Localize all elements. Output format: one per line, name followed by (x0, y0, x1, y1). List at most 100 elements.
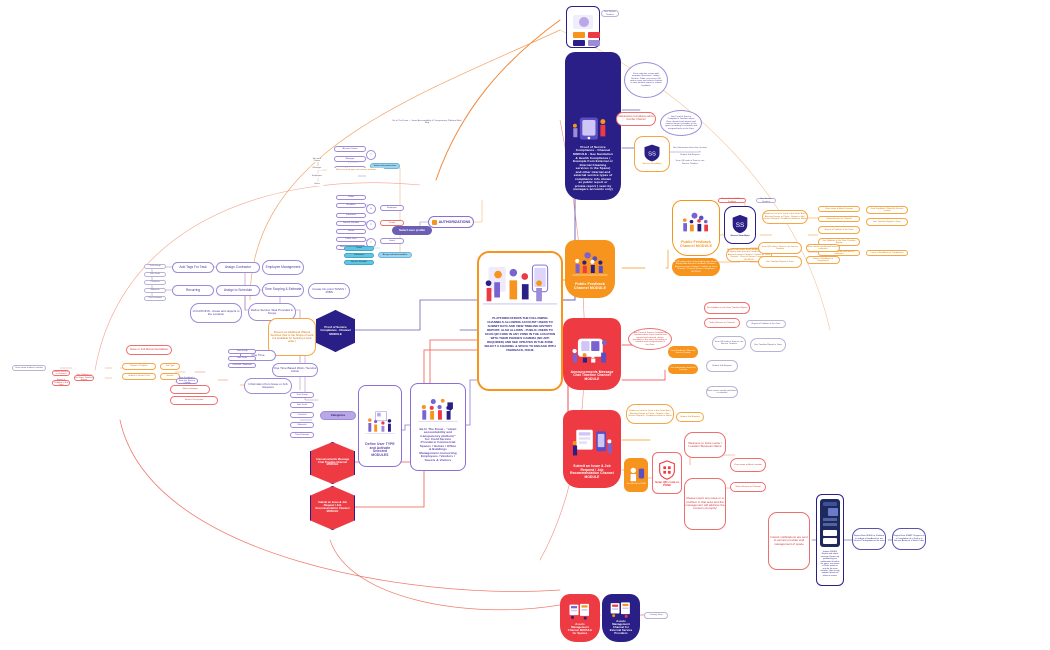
top-leaf-1: Visitor (336, 195, 366, 200)
pf-note-5: Rate service quality and leave a comment (806, 244, 840, 252)
assets-illustration-2 (607, 598, 635, 620)
module-card-proof-of-service[interactable]: Proof of Service Compliance - Channel MO… (565, 52, 621, 200)
top-title-note: Be In The Know — Smart Accountability & … (392, 119, 462, 124)
top-node-6[interactable]: Vendor (380, 220, 404, 226)
node-one-time-based-work[interactable]: One Time Based Work / Service Action (272, 363, 318, 377)
pf-tree-tag2: See Service Timeline (756, 198, 776, 203)
svg-text:SS: SS (736, 222, 745, 229)
node-assign-contractor[interactable]: Assign Contractor (216, 262, 260, 273)
module-card-submit-issue[interactable]: Submit an Issue & Job Request / Job Reco… (563, 410, 621, 488)
micro-list-d: Materials (144, 288, 166, 293)
module-card-public-feedback[interactable]: Public Feedback Channel MODULE (565, 240, 615, 298)
micro-list-a: Task Group (144, 264, 166, 269)
top-node-icon-1: ▽ (366, 150, 376, 160)
node-add-tags[interactable]: Add Tags For Task (172, 262, 214, 273)
micro-list-c: Checklist (144, 280, 166, 285)
farleft-job-type[interactable]: Job Type (160, 363, 180, 370)
node-one-time[interactable]: One Time (240, 350, 276, 361)
node-recurring[interactable]: Recurring (172, 285, 214, 296)
top-node-7[interactable]: Guest (380, 238, 404, 244)
mobile-preview-phone: Explore ISSUES Reports and submit messag… (816, 494, 844, 586)
module-card-announcements[interactable]: Announcements Message Chat Timeline Chan… (563, 318, 621, 390)
ann-leaf-5: See Timeline Report in Zone (750, 338, 786, 352)
top-leaf-4: Service Provider (336, 221, 366, 226)
node-time-scoping[interactable]: Time Scoping & Estimate (262, 283, 304, 297)
svg-text:SS: SS (648, 151, 656, 157)
submit-issue-card-label: Submit an Issue & Job Request / Job Reco… (570, 463, 614, 480)
pf-leaf-2: Select Service or Channel (818, 216, 860, 222)
maintenance-compliance-pill[interactable]: Maintenance Compliance add a Number Chan… (616, 112, 656, 126)
module-proof-of-service-compliance-hex[interactable]: Proof of Service Compliance - Channel MO… (316, 310, 355, 352)
person-scan-icon (625, 465, 647, 483)
mobile-preview-text: Explore ISSUES Reports and submit messag… (820, 551, 840, 577)
node-create-tasks[interactable]: Create On-point TASKS / JOBS (308, 283, 350, 299)
top-node-5[interactable]: Employee (380, 205, 404, 211)
micro-list-b: Sub Tasks (144, 272, 166, 277)
node-information-from-issue[interactable]: Information from Issue or Job Request (244, 378, 292, 394)
define-user-type-label: Define User TYPE and Activate Selected M… (365, 441, 395, 458)
announcements-illustration (568, 328, 616, 371)
farleft-select-category[interactable]: Select category (170, 385, 210, 394)
welcome-zone-note: Welcome to Zone name / Location Business… (684, 432, 726, 458)
shield-qr-icon (653, 459, 681, 481)
farleft-service[interactable]: Service (160, 373, 180, 380)
top-node-2[interactable]: Account Owner (334, 146, 366, 152)
compliance-ellipse-note: Zone selection screen with example: Rest… (624, 62, 668, 98)
node-issue-or-job-recommendation[interactable]: Issue or Job Recommendation (126, 345, 172, 355)
farleft-mini-4: See Updates in the Zone Timeline Report (74, 374, 94, 382)
ann-leaf-2: Select Service or Channel (704, 318, 740, 328)
top-cyan-1: Visitor (344, 246, 374, 251)
compliance-ellipse-note-2: See Proof of Service Compliance Timeline… (660, 110, 702, 136)
top-leaf-2: Resident (336, 203, 366, 208)
farleft-mini-1: Zone name or Area Location (12, 365, 46, 371)
farleft-report-problem[interactable]: Report a Problem (122, 363, 156, 370)
pf-leaf-3: Report a Problem in the Zone (818, 226, 860, 234)
categories-chip[interactable]: Categories (320, 411, 356, 420)
pf-badge-card[interactable]: SS Secure SmartSpot (724, 206, 756, 244)
farleft-service-description[interactable]: Service Description (170, 396, 218, 405)
sub-leaf-1: Zone name or Area Location (730, 458, 766, 472)
node-locations[interactable]: LOCATIONS - Areas and objects in the Loc… (190, 303, 242, 323)
top-orange-note: Select account type and activate modules (327, 168, 385, 173)
secure-note-3: Scan QR code in Zone to see Service Time… (672, 160, 708, 165)
assets-spaces-label: Assets Management Channel MODULE for Spa… (567, 622, 593, 635)
node-additional-services[interactable]: Present an Additional Offered Services (… (268, 318, 316, 356)
scan-qr-card[interactable]: Scan QR code in ZONE (652, 452, 682, 494)
brand-platform-card[interactable]: Be In The Know - "smart accountability a… (410, 383, 466, 471)
pf-leaf-5: Give Feedback / Rate the Service Quality (866, 206, 908, 214)
module-card-public-feedback-outline[interactable]: Public Feedback Channel MODULE (672, 200, 720, 256)
ann-leaf-9: Rate service quality and leave a comment (706, 386, 738, 398)
top-phone-note: See Service Timeline (601, 10, 619, 17)
assets-providers-label: Assets Management Channel for External S… (609, 619, 633, 635)
module-submit-issue-hex[interactable]: Submit an Issue & Job Request / Job Reco… (310, 486, 355, 530)
secure-smartspot-card[interactable]: SS Secure SmartSpot (634, 136, 670, 172)
module-announcements-hex[interactable]: Announcements Message Chat Timeline Chan… (310, 442, 355, 484)
submit-issue-illustration (568, 418, 616, 465)
top-cluster-root[interactable]: Select user profile (392, 226, 432, 235)
scan-badge-card[interactable]: Scan QR code in ZONE (624, 458, 648, 492)
define-user-type-card[interactable]: Define User TYPE and Activate Selected M… (358, 385, 402, 467)
assets-management-spaces-card[interactable]: Assets Management Channel MODULE for Spa… (560, 594, 600, 642)
assets-management-providers-card[interactable]: Assets Management Channel for External S… (602, 594, 640, 642)
assets-illustration-1 (565, 598, 595, 623)
public-feedback-label: Public Feedback Channel MODULE (573, 281, 607, 290)
mobile-note-2: Report New START Progress or a Completio… (892, 528, 926, 550)
feedback-outline-note: All QR code points to the landing zone w… (672, 258, 720, 276)
top-cyan-3: Service Provider (344, 260, 374, 265)
node-employee-management[interactable]: Employee Management (262, 260, 304, 275)
authorizations-node[interactable]: AUTHORIZATIONS (428, 216, 474, 228)
ann-leaf-10: Submit an Issue or Issue in the Zone/ Ar… (626, 404, 674, 424)
sub-leaf-2: Select Service or Channel (730, 482, 766, 492)
ann-leaf-8: Submit Job Request (706, 360, 738, 372)
proof-card-label: Proof of Service Compliance - Channel MO… (573, 144, 613, 192)
micro-chip-5: Time Estimate (290, 432, 314, 438)
pf-leaf-8: Leave a Feedback or Compliment (866, 250, 908, 256)
public-feedback-outline-label: Public Feedback Channel MODULE (679, 239, 713, 248)
micro-taskgroup-1: Task Group (228, 349, 256, 354)
farleft-submit-service-task[interactable]: Submit a Service Task (122, 373, 156, 380)
ann-leaf-4: Scan QR code in Zone to see Service Time… (712, 336, 746, 350)
top-node-3[interactable]: Manager (334, 156, 366, 162)
top-node-1[interactable]: Select role permissions (370, 163, 400, 169)
top-blue-assign: Assign activated modules (378, 252, 412, 258)
node-assign-schedule[interactable]: Assign to Schedule (216, 285, 260, 296)
